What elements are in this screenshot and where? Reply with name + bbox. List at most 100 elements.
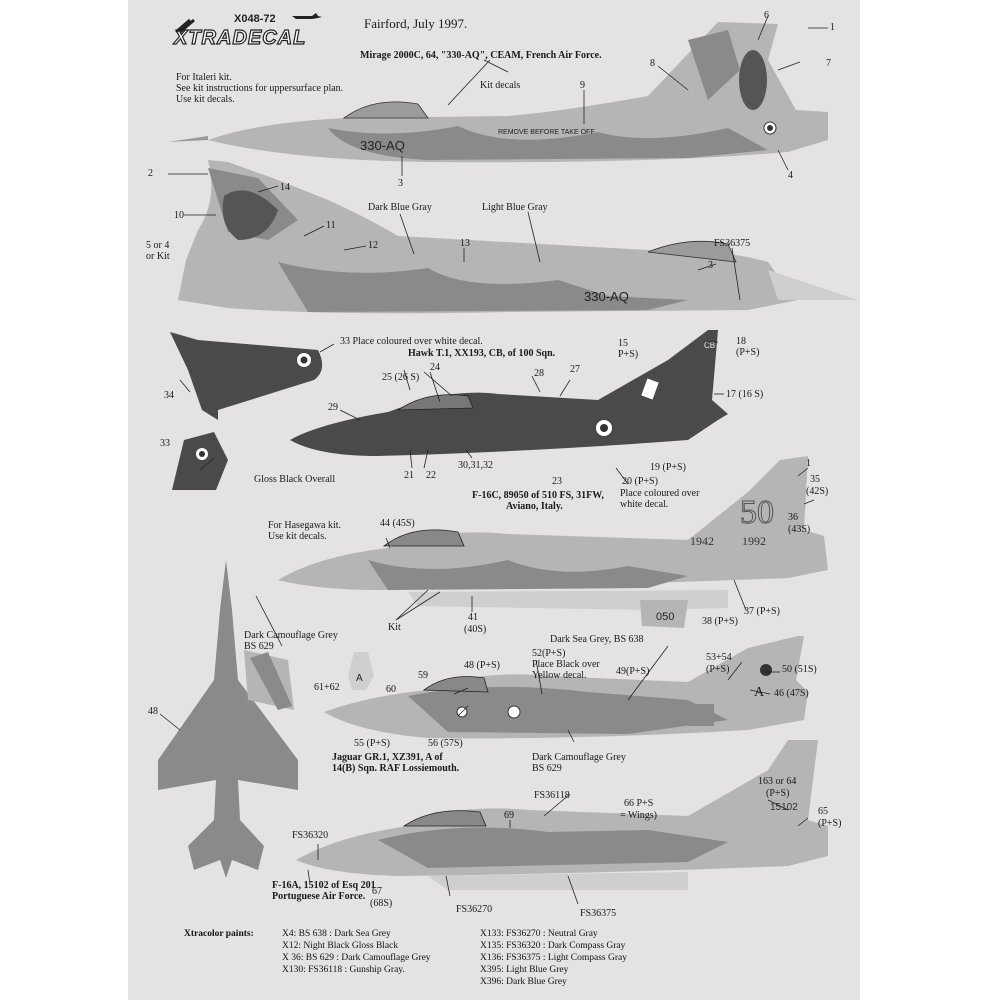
jaguar-dark-camo-grey-plan: Dark Camouflage Grey BS 629 — [244, 630, 338, 652]
dark-blue-gray-label: Dark Blue Gray — [368, 202, 432, 213]
f16a-callout-63b: (P+S) — [766, 788, 790, 799]
hawk-callout-30: 30,31,32 — [458, 460, 493, 471]
f16a-callout-67: 67 — [372, 886, 382, 897]
place-black-line: 52(P+S) — [532, 648, 566, 659]
f16c-year-1942: 1942 — [690, 534, 714, 548]
f16a-serial: 15102 — [770, 802, 798, 813]
mirage-b-code-label: 330-AQ — [584, 289, 629, 304]
hawk-callout-33: 33 — [160, 438, 170, 449]
xtradecal-logo: X048-72 XTRADECAL — [172, 10, 322, 55]
kit-note-line: Use kit decals. — [176, 94, 235, 105]
jaguar-profile — [324, 636, 808, 739]
mirage-b-callout-3: 3 — [708, 260, 713, 271]
jaguar-place-black: 52(P+S) Place Black over Yellow decal. — [532, 648, 600, 681]
event-title: Fairford, July 1997. — [364, 16, 468, 31]
paints-left-list: X4: BS 638 : Dark Sea Grey X12: Night Bl… — [282, 928, 431, 976]
logo-graphic: X048-72 XTRADECAL — [172, 13, 322, 50]
jaguar-callout-53b: (P+S) — [706, 664, 730, 675]
f16a-fs36270: FS36270 — [456, 904, 493, 915]
f16c-callout-44: 44 (45S) — [380, 518, 415, 529]
hawk-callout-22: 22 — [426, 470, 436, 481]
mirage-callout-6: 6 — [764, 10, 769, 21]
f16c-callout-38: 38 (P+S) — [702, 616, 738, 627]
f16a-callout-66b: = Wings) — [620, 810, 657, 821]
mirage-callout-10: 10 — [174, 210, 184, 221]
mirage-2000c-profile — [168, 22, 828, 163]
f16c-kit-label: Kit — [388, 622, 401, 633]
paint-item: X136: FS36375 : Light Compass Gray — [480, 953, 627, 963]
hawk-callout-29: 29 — [328, 402, 338, 413]
paint-item: X133: FS36270 : Neutral Gray — [480, 929, 598, 939]
camo-line: BS 629 — [532, 763, 562, 774]
mirage-callout-11: 11 — [326, 220, 336, 231]
f16c-serial: 050 — [656, 611, 674, 623]
paints-legend-left: Xtracolor paints: — [184, 928, 254, 940]
f16a-title-line: F-16A, 15102 of Esq 201 — [272, 880, 376, 891]
jaguar-callout-48: 48 (P+S) — [464, 660, 500, 671]
hawk-place-note: 33 Place coloured over white decal. — [340, 336, 483, 347]
jaguar-callout-61: 61+62 — [314, 682, 340, 693]
mirage-stencil: REMOVE BEFORE TAKE OFF — [498, 129, 595, 136]
f16a-callout-67b: (68S) — [370, 898, 393, 909]
f16c-title-line: F-16C, 89050 of 510 FS, 31FW, — [472, 490, 604, 501]
jaguar-tail-detail: A — [348, 652, 374, 690]
mirage-callout-7: 7 — [826, 58, 831, 69]
f16c-kit-note: For Hasegawa kit. Use kit decals. — [268, 520, 341, 542]
jaguar-tail-letter: A — [754, 685, 765, 700]
f16c-title-line: Aviano, Italy. — [506, 501, 563, 512]
mirage-callout-4: 4 — [788, 170, 793, 181]
decal-sheet: X048-72 XTRADECAL Fairford, July 1997. M… — [128, 0, 860, 1000]
hawk-callout-15b: P+S) — [618, 349, 639, 360]
jaguar-callout-53: 53+54 — [706, 652, 732, 663]
f16c-callout-1: 1 — [806, 458, 811, 469]
hawk-tail-code: CB — [704, 341, 715, 350]
paint-item: X12: Night Black Gloss Black — [282, 941, 399, 951]
hawk-callout-28: 28 — [534, 368, 544, 379]
paints-heading: Xtracolor paints: — [184, 929, 254, 939]
jaguar-callout-46: 46 (47S) — [774, 688, 809, 699]
jaguar-callout-49: 49(P+S) — [616, 666, 650, 677]
mirage-callout-14: 14 — [280, 182, 290, 193]
f16a-callout-66: 66 P+S — [624, 798, 654, 809]
f16c-callout-37: 37 (P+S) — [744, 606, 780, 617]
product-code: X048-72 — [234, 13, 276, 25]
camo-line: BS 629 — [244, 641, 274, 652]
f16a-profile — [296, 740, 828, 890]
place-black-line: Yellow decal. — [532, 670, 587, 681]
place-black-line: Place Black over — [532, 659, 600, 670]
jaguar-dark-camo-grey-profile: Dark Camouflage Grey BS 629 — [532, 752, 626, 774]
paint-item: X4: BS 638 : Dark Sea Grey — [282, 929, 391, 939]
mirage-kit-decals-label: Kit decals — [480, 80, 521, 91]
jaguar-callout-48a: 48 — [148, 706, 158, 717]
hawk-title: Hawk T.1, XX193, CB, of 100 Sqn. — [408, 348, 556, 359]
jaguar-callout-56: 56 (57S) — [428, 738, 463, 749]
place-colour-line: white decal. — [620, 499, 669, 510]
f16a-fs36375: FS36375 — [580, 908, 617, 919]
jaguar-fin-letter: A — [356, 673, 363, 684]
light-blue-gray-label: Light Blue Gray — [482, 202, 548, 213]
f16c-tail-50-art: 50 — [740, 494, 774, 531]
jaguar-dark-sea-grey: Dark Sea Grey, BS 638 — [550, 634, 644, 645]
f16a-callout-65b: (P+S) — [818, 818, 842, 829]
f16c-callout-35b: (42S) — [806, 486, 829, 497]
f16c-title: F-16C, 89050 of 510 FS, 31FW, Aviano, It… — [472, 490, 604, 512]
leader-lines — [159, 15, 828, 905]
jaguar-callout-60: 60 — [386, 684, 396, 695]
f16c-callout-41b: (40S) — [464, 624, 487, 635]
f16a-callout-65: 65 — [818, 806, 828, 817]
f16c-callout-36: 36 — [788, 512, 798, 523]
mirage-callout-12: 12 — [368, 240, 378, 251]
mirage-title: Mirage 2000C, 64, "330-AQ", CEAM, French… — [360, 50, 602, 61]
jaguar-title-line: 14(B) Sqn. RAF Lossiemouth. — [332, 763, 460, 774]
camo-line: Dark Camouflage Grey — [244, 630, 338, 641]
camo-line: Dark Camouflage Grey — [532, 752, 626, 763]
hawk-callout-20: 20 (P+S) — [622, 476, 658, 487]
f16c-kit-note-line: Use kit decals. — [268, 531, 327, 542]
f16a-callout-63: 163 or 64 — [758, 776, 797, 787]
hawk-callout-18b: (P+S) — [736, 347, 760, 358]
five-or-four-line: or Kit — [146, 251, 170, 262]
mirage-callout-13: 13 — [460, 238, 470, 249]
paint-item: X395: Light Blue Grey — [480, 965, 569, 975]
f16c-callout-36b: (43S) — [788, 524, 811, 535]
f16a-callout-69: 69 — [504, 810, 514, 821]
